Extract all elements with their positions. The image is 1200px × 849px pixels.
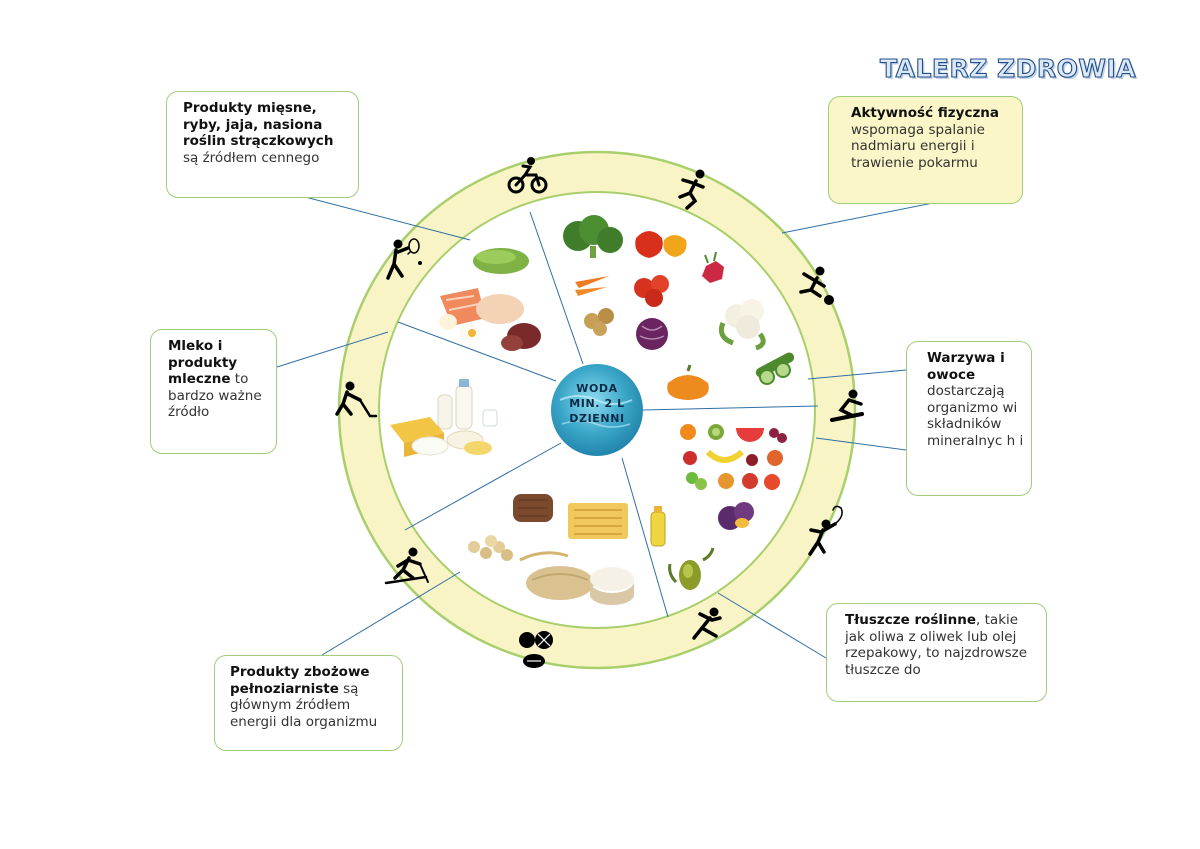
callout-lines — [276, 191, 944, 659]
callout-meat: Produkty mięsne, ryby, jaja, nasiona roś… — [166, 91, 359, 198]
callout-fats: Tłuszcze roślinne, takie jak oliwa z oli… — [826, 603, 1047, 702]
callout-fats-text: , takie jak oliwa z oliwek lub olej rzep… — [845, 612, 1028, 678]
water-label-line3: DZIENNI — [569, 412, 625, 425]
callout-dairy-text: to bardzo ważne źródło — [168, 371, 262, 420]
callout-meat-text: są źródłem cennego — [183, 149, 320, 166]
oils-image — [650, 506, 715, 590]
page-title: TALERZ ZDROWIA — [879, 53, 1137, 83]
hockey-icon — [335, 381, 378, 418]
callout-grain-text: są głównym źródłem energii dla organizmu — [230, 680, 378, 730]
water-label-line1: WODA — [576, 382, 618, 395]
running-icon — [678, 169, 705, 210]
protein-foods-image — [439, 248, 541, 351]
callout-activity: Aktywność fizyczna wspomaga spalanie nad… — [828, 96, 1023, 204]
plate-dividers — [397, 211, 819, 618]
vegetables-image — [563, 215, 795, 400]
cycling-icon — [507, 157, 548, 194]
water-circle — [551, 364, 643, 456]
skating-icon — [692, 607, 722, 640]
snowboard-icon — [830, 389, 864, 422]
water-label: WODA MIN. 2 L DZIENNI — [553, 381, 641, 426]
callout-veg-text: dostarczają organizmo wi składników mine… — [927, 383, 1024, 449]
callout-veg-heading: Warzywa i owoce — [927, 350, 1005, 383]
callout-fats-heading: Tłuszcze roślinne — [845, 612, 977, 628]
gymnastics-icon — [808, 505, 843, 556]
callout-vegetables-fruits: Warzywa i owoce dostarczają organizmo wi… — [906, 341, 1032, 496]
skiing-icon — [384, 547, 429, 585]
callout-dairy: Mleko i produkty mleczne to bardzo ważne… — [150, 329, 277, 454]
callout-activity-heading: Aktywność fizyczna — [851, 105, 1000, 121]
fruits-image — [680, 424, 787, 530]
football-icon — [799, 266, 834, 305]
callout-grain: Produkty zbożowe pełnoziarniste są główn… — [214, 655, 403, 751]
callout-grain-heading: Produkty zbożowe pełnoziarniste — [230, 664, 370, 697]
callout-dairy-heading: Mleko i produkty mleczne — [168, 338, 238, 387]
balls-icon — [519, 631, 553, 668]
grains-image — [468, 494, 634, 605]
callout-activity-text: wspomaga spalanie nadmiaru energii i tra… — [851, 121, 985, 171]
water-label-line2: MIN. 2 L — [569, 397, 625, 410]
callout-meat-heading: Produkty mięsne, ryby, jaja, nasiona roś… — [183, 100, 334, 149]
tennis-icon — [386, 238, 422, 280]
dairy-image — [390, 379, 498, 457]
